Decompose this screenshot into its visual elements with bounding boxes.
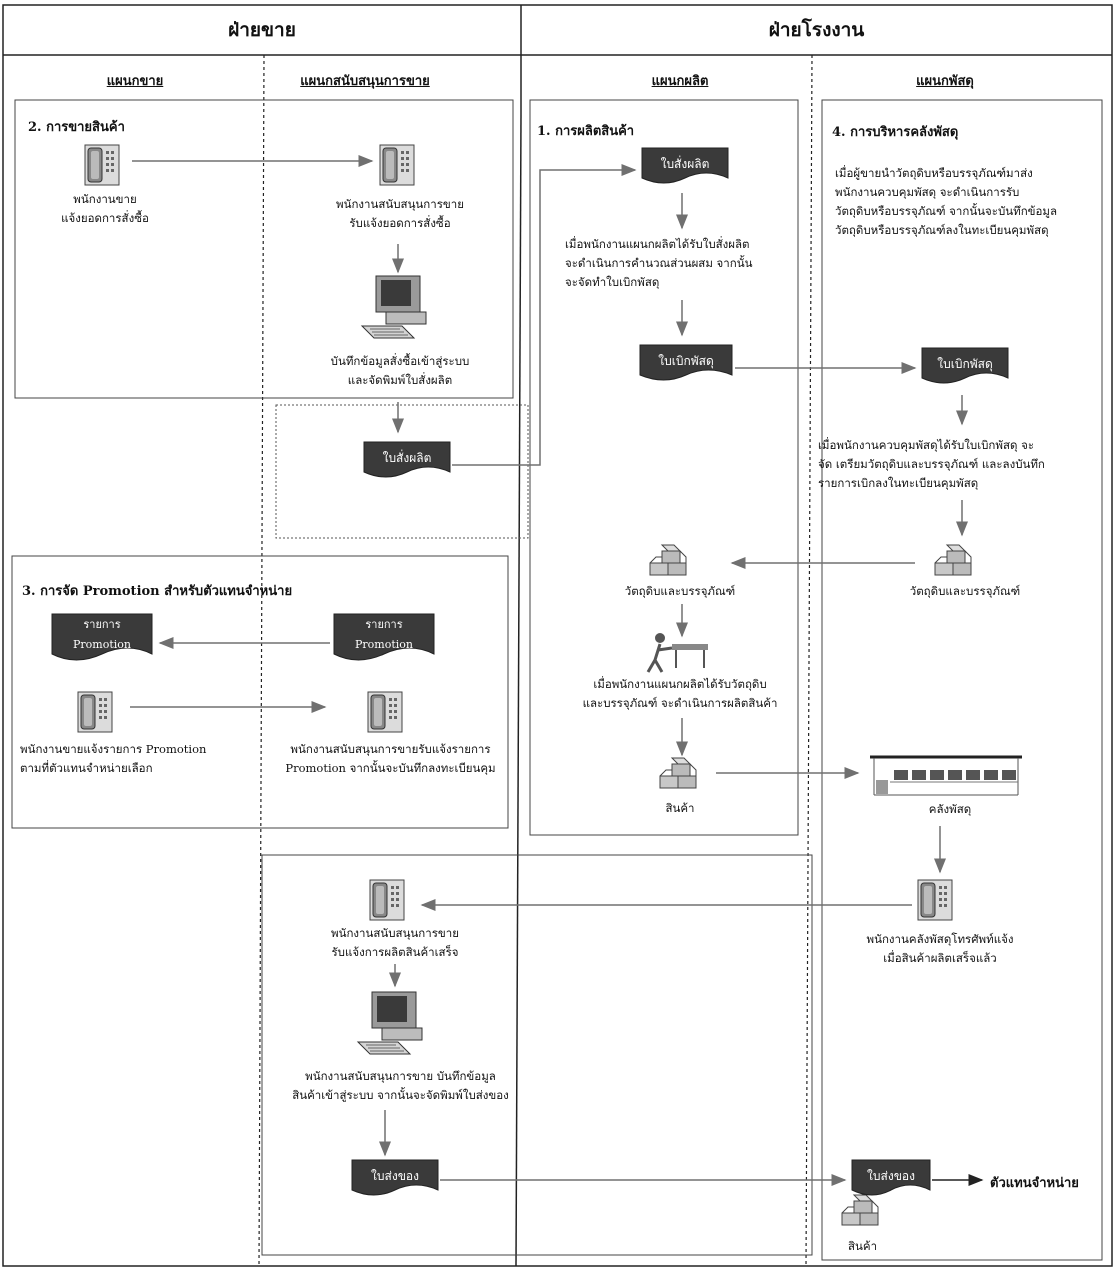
support-done-text: พนักงานสนับสนุนการขายรับแจ้งการผลิตสินค้… bbox=[331, 926, 459, 959]
support-record-text: บันทึกข้อมูลสั่งซื้อเข้าสู่ระบบและจัดพิม… bbox=[330, 354, 470, 387]
lane-supplies: แผนกพัสดุ bbox=[916, 74, 974, 89]
product-prod-label: สินค้า bbox=[665, 801, 695, 815]
section-inventory-title: 4. การบริหารคลังพัสดุ bbox=[832, 125, 959, 140]
computer-icon bbox=[357, 991, 423, 1055]
worker-icon bbox=[646, 633, 708, 673]
factory-division-header: ฝ่ายโรงงาน bbox=[768, 19, 865, 41]
inventory-prepare-text: เมื่อพนักงานควบคุมพัสดุได้รับใบเบิกพัสดุ… bbox=[818, 438, 1045, 490]
document-production-order-support: ใบสั่งผลิต bbox=[362, 440, 452, 482]
computer-icon bbox=[361, 275, 427, 339]
boxes-icon bbox=[649, 544, 687, 576]
phone-icon bbox=[84, 144, 120, 186]
product-final-label: สินค้า bbox=[848, 1239, 878, 1253]
document-delivery-support: ใบส่งของ bbox=[350, 1158, 440, 1200]
section-production-title: 1. การผลิตสินค้า bbox=[537, 124, 635, 139]
document-production-order-prod: ใบสั่งผลิต bbox=[640, 146, 730, 188]
phone-icon bbox=[369, 879, 405, 921]
boxes-icon bbox=[659, 757, 697, 789]
warehouse-icon bbox=[870, 755, 1022, 796]
raw-materials-inv-label: วัตถุดิบและบรรจุภัณฑ์ bbox=[909, 584, 1021, 598]
sales-division-header: ฝ่ายขาย bbox=[228, 19, 296, 41]
document-requisition-prod: ใบเบิกพัสดุ bbox=[638, 343, 734, 385]
document-requisition-inv: ใบเบิกพัสดุ bbox=[920, 346, 1010, 388]
phone-icon bbox=[379, 144, 415, 186]
phone-icon bbox=[77, 691, 113, 733]
lane-sales-support: แผนกสนับสนุนการขาย bbox=[300, 74, 430, 89]
phone-icon bbox=[367, 691, 403, 733]
warehouse-label: คลังพัสดุ bbox=[928, 802, 972, 816]
dealer-label: ตัวแทนจำหน่าย bbox=[990, 1176, 1079, 1191]
support-receive-text: พนักงานสนับสนุนการขายรับแจ้งยอดการสั่งซื… bbox=[336, 197, 464, 230]
warehouse-phone-text: พนักงานคลังพัสดุโทรศัพท์แจ้งเมื่อสินค้าผ… bbox=[866, 932, 1014, 965]
lane-production: แผนกผลิต bbox=[651, 74, 709, 89]
document-delivery-inv: ใบส่งของ bbox=[850, 1158, 932, 1200]
raw-materials-prod-label: วัตถุดิบและบรรจุภัณฑ์ bbox=[624, 584, 736, 598]
support-record2-text: พนักงานสนับสนุนการขาย บันทึกข้อมูลสินค้า… bbox=[292, 1069, 509, 1102]
lane-sales: แผนกขาย bbox=[106, 74, 164, 89]
prod-receive-text: เมื่อพนักงานแผนกผลิตได้รับใบสั่งผลิตจะดำ… bbox=[565, 237, 753, 289]
boxes-icon bbox=[934, 544, 972, 576]
prod-make-text: เมื่อพนักงานแผนกผลิตได้รับวัตถุดิบและบรร… bbox=[582, 677, 778, 710]
inventory-intro-text: เมื่อผู้ขายนำวัตถุดิบหรือบรรจุภัณฑ์มาส่ง… bbox=[835, 166, 1058, 237]
section-sales-title: 2. การขายสินค้า bbox=[28, 120, 125, 135]
section-promotion-title: 3. การจัด Promotion สำหรับตัวแทนจำหน่าย bbox=[22, 584, 293, 599]
phone-icon bbox=[917, 879, 953, 921]
sales-staff-text: พนักงานขายแจ้งยอดการสั่งซื้อ bbox=[61, 192, 149, 225]
